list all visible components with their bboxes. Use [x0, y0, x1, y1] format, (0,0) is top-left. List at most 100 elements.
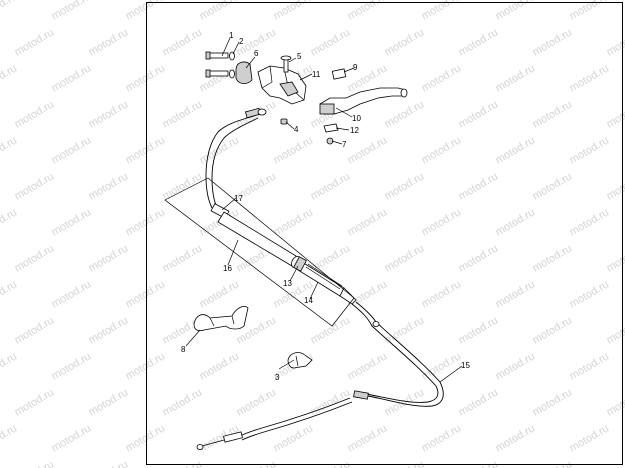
cable-end-fitting	[196, 431, 243, 450]
watermark-text: motod.ru	[0, 0, 19, 23]
watermark-text: motod.ru	[494, 350, 538, 382]
callout-6: 6	[254, 49, 259, 58]
diagram-frame	[146, 2, 623, 465]
watermark-text: motod.ru	[383, 458, 427, 468]
watermark-text: motod.ru	[50, 206, 94, 238]
watermark-text: motod.ru	[87, 170, 131, 202]
watermark-text: motod.ru	[13, 386, 57, 418]
watermark-text: motod.ru	[531, 98, 575, 130]
watermark-text: motod.ru	[346, 0, 390, 23]
watermark-text: motod.ru	[346, 350, 390, 382]
watermark-text: motod.ru	[420, 0, 464, 23]
watermark-text: motod.ru	[605, 386, 625, 418]
sleeve-group-outline	[164, 177, 355, 327]
watermark-text: motod.ru	[605, 26, 625, 58]
callout-17: 17	[234, 194, 243, 203]
watermark-text: motod.ru	[87, 314, 131, 346]
callout-15: 15	[461, 361, 470, 370]
watermark-text: motod.ru	[13, 170, 57, 202]
watermark-text: motod.ru	[346, 422, 390, 454]
watermark-text: motod.ru	[605, 314, 625, 346]
watermark-text: motod.ru	[0, 422, 19, 454]
watermark-text: motod.ru	[531, 170, 575, 202]
cable-guide-8	[193, 306, 249, 332]
watermark-text: motod.ru	[568, 422, 612, 454]
watermark-text: motod.ru	[309, 458, 353, 468]
watermark-text: motod.ru	[161, 242, 205, 274]
watermark-text: motod.ru	[87, 458, 131, 468]
watermark-text: motod.ru	[272, 422, 316, 454]
watermark-text: motod.ru	[50, 134, 94, 166]
watermark-text: motod.ru	[87, 98, 131, 130]
watermark-text: motod.ru	[50, 62, 94, 94]
watermark-text: motod.ru	[309, 386, 353, 418]
watermark-text: motod.ru	[457, 170, 501, 202]
watermark-text: motod.ru	[0, 62, 19, 94]
watermark-text: motod.ru	[383, 242, 427, 274]
bolt-1-upper	[205, 51, 229, 60]
watermark-text: motod.ru	[457, 98, 501, 130]
watermark-text: motod.ru	[494, 62, 538, 94]
watermark-text: motod.ru	[383, 98, 427, 130]
watermark-text: motod.ru	[87, 386, 131, 418]
clamp-6	[235, 61, 253, 84]
callout-10: 10	[352, 114, 361, 123]
callout-11: 11	[312, 70, 321, 79]
watermark-text: motod.ru	[531, 386, 575, 418]
watermark-text: motod.ru	[457, 314, 501, 346]
watermark-text: motod.ru	[124, 62, 168, 94]
watermark-text: motod.ru	[531, 26, 575, 58]
clip-12	[323, 123, 339, 133]
watermark-text: motod.ru	[605, 242, 625, 274]
watermark-text: motod.ru	[0, 134, 19, 166]
callout-9: 9	[353, 63, 358, 72]
watermark-text: motod.ru	[0, 206, 19, 238]
watermark-text: motod.ru	[346, 206, 390, 238]
watermark-text: motod.ru	[0, 350, 19, 382]
watermark-text: motod.ru	[161, 170, 205, 202]
watermark-text: motod.ru	[457, 242, 501, 274]
watermark-text: motod.ru	[309, 170, 353, 202]
watermark-text: motod.ru	[87, 242, 131, 274]
watermark-text: motod.ru	[272, 134, 316, 166]
watermark-text: motod.ru	[568, 0, 612, 23]
watermark-text: motod.ru	[124, 350, 168, 382]
watermark-text: motod.ru	[346, 278, 390, 310]
watermark-text: motod.ru	[50, 350, 94, 382]
callout-8: 8	[181, 345, 186, 354]
watermark-text: motod.ru	[50, 278, 94, 310]
watermark-text: motod.ru	[531, 314, 575, 346]
watermark-text: motod.ru	[13, 458, 57, 468]
watermark-text: motod.ru	[420, 278, 464, 310]
watermark-text: motod.ru	[161, 98, 205, 130]
watermark-text: motod.ru	[235, 386, 279, 418]
watermark-text: motod.ru	[13, 314, 57, 346]
watermark-text: motod.ru	[420, 206, 464, 238]
callout-7: 7	[342, 140, 347, 149]
watermark-text: motod.ru	[0, 278, 19, 310]
callout-13: 13	[283, 279, 292, 288]
watermark-text: motod.ru	[198, 278, 242, 310]
watermark-text: motod.ru	[383, 170, 427, 202]
watermark-text: motod.ru	[50, 422, 94, 454]
watermark-text: motod.ru	[420, 134, 464, 166]
callout-2: 2	[239, 37, 244, 46]
inline-adjuster-14	[293, 256, 357, 305]
callout-16: 16	[223, 264, 232, 273]
watermark-text: motod.ru	[272, 278, 316, 310]
watermark-text: motod.ru	[494, 0, 538, 23]
cable-elbow	[205, 107, 267, 211]
nut-4	[280, 118, 288, 125]
watermark-text: motod.ru	[124, 206, 168, 238]
callout-12: 12	[350, 126, 359, 135]
watermark-text: motod.ru	[494, 206, 538, 238]
bolt-1-lower	[205, 69, 229, 78]
watermark-text: motod.ru	[124, 422, 168, 454]
watermark-text: motod.ru	[605, 458, 625, 468]
main-cable-outer	[355, 301, 444, 407]
adjuster-9	[331, 68, 347, 80]
watermark-text: motod.ru	[198, 0, 242, 23]
watermark-text: motod.ru	[198, 62, 242, 94]
watermark-text: motod.ru	[161, 26, 205, 58]
watermark-text: motod.ru	[494, 422, 538, 454]
